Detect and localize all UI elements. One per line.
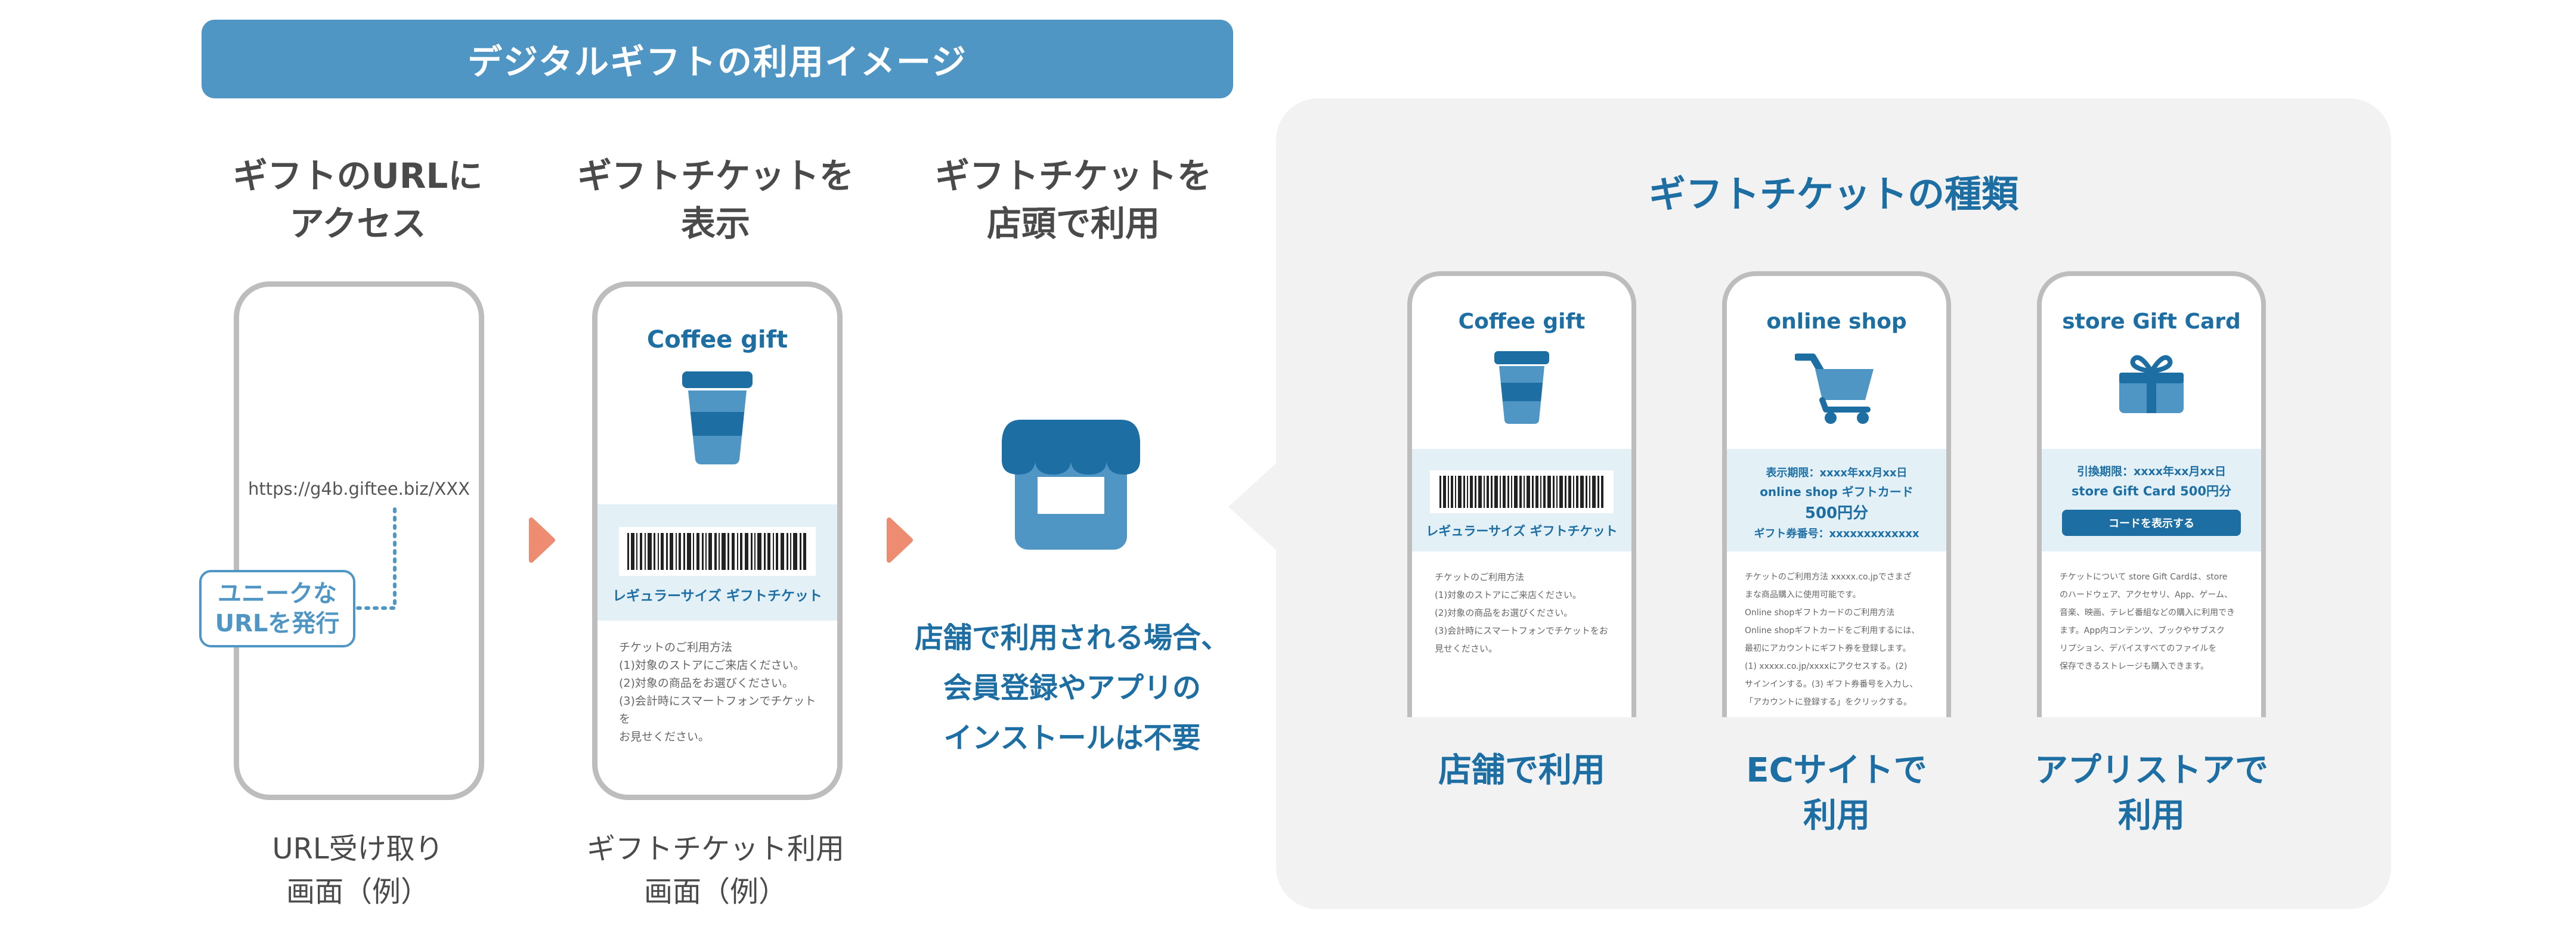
gift-types-panel: ギフトチケットの種類 Coffee gift レギュラーサイズ ギフトチケット … (1276, 98, 2391, 909)
store-note: 店舗で利用される場合、 会員登録やアプリの インストールは不要 (899, 613, 1245, 763)
usage-line: チケットについて store Gift Cardは、store (2060, 572, 2228, 582)
usage-line: 見せください。 (1435, 643, 1498, 654)
label-ec-site: ECサイトで 利用 (1692, 748, 1981, 839)
card-online-shop-card-name: online shop ギフトカード (1760, 485, 1914, 499)
barcode-icon (627, 533, 806, 570)
step3-title-line1: ギフトチケットを (934, 156, 1212, 196)
ticket-title: Coffee gift (646, 326, 788, 354)
ticket-usage: チケットのご利用方法 (1)対象のストアにご来店ください。 (2)対象の商品をお… (619, 638, 822, 746)
coffee-cup-icon (1494, 351, 1549, 424)
usage-line: 音楽、映画、テレビ番組などの購入に利用でき (2060, 608, 2235, 618)
phone-url-screen: https://g4b.giftee.biz/XXX (234, 281, 484, 800)
usage-line: (2)対象の商品をお選びください。 (619, 677, 794, 690)
step1-title-line1: ギフトのURLに (233, 156, 483, 196)
label-ec-site-line2: 利用 (1803, 796, 1870, 835)
step2-caption-line1: ギフトチケット利用 (586, 832, 844, 866)
coffee-cup-icon (682, 371, 753, 464)
usage-line: ます。App内コンテンツ、ブックやサブスク (2060, 626, 2225, 636)
header-title: デジタルギフトの利用イメージ (467, 42, 967, 82)
gift-box-icon (2119, 355, 2184, 413)
card-online-shop-number: ギフト券番号：xxxxxxxxxxxxx (1754, 528, 1919, 540)
label-store-use: 店舗で利用 (1438, 751, 1605, 790)
arrow-right-icon (887, 517, 913, 563)
usage-line: 「アカウントに登録する」をクリックする。 (1745, 698, 1912, 707)
card-coffee: Coffee gift レギュラーサイズ ギフトチケット チケットのご利用方法 … (1407, 271, 1636, 717)
usage-line: 最初にアカウントにギフト券を登録します。 (1745, 644, 1911, 653)
card-store-gift: store Gift Card 引換期限：xxxx年xx月xx日 store G… (2037, 271, 2266, 717)
card-online-shop-band: 表示期限：xxxx年xx月xx日 online shop ギフトカード 500円… (1727, 449, 1946, 551)
show-code-button[interactable]: コードを表示する (2062, 510, 2241, 536)
card-store-gift-band: 引換期限：xxxx年xx月xx日 store Gift Card 500円分 コ… (2042, 449, 2261, 551)
panel-pointer (1228, 459, 1281, 554)
dotted-connector (352, 507, 397, 610)
gift-url[interactable]: https://g4b.giftee.biz/XXX (248, 479, 470, 499)
step2-title: ギフトチケットを 表示 (566, 152, 865, 247)
store-note-line: 店舗で利用される場合、 (914, 621, 1230, 655)
step3-title-line2: 店頭で利用 (986, 203, 1160, 244)
barcode-icon (1439, 476, 1603, 508)
usage-line: (3)会計時にスマートフォンでチケットをお (1435, 625, 1608, 636)
gift-types-title: ギフトチケットの種類 (1648, 172, 2018, 216)
card-online-shop-amount: 500円分 (1804, 504, 1869, 522)
card-online-shop: online shop 表示期限：xxxx年xx月xx日 online shop… (1722, 271, 1951, 717)
label-app-store-line2: 利用 (2118, 796, 2185, 835)
step2-caption: ギフトチケット利用 画面（例） (561, 827, 871, 913)
step1-caption-line1: URL受け取り (272, 832, 444, 866)
usage-line: (1)対象のストアにご来店ください。 (619, 659, 805, 672)
ticket-band: レギュラーサイズ ギフトチケット (597, 504, 837, 621)
usage-line: (1) xxxxx.co.jp/xxxxにアクセスする。(2) (1745, 662, 1908, 671)
card-store-gift-expiry: 引換期限：xxxx年xx月xx日 (2076, 465, 2227, 478)
usage-line: お見せください。 (619, 730, 710, 743)
usage-line: リプション、デバイスすべてのファイルを (2060, 644, 2217, 653)
step1-title: ギフトのURLに アクセス (215, 152, 501, 247)
card-store-gift-card-name: store Gift Card 500円分 (2072, 484, 2231, 498)
card-coffee-band: レギュラーサイズ ギフトチケット (1412, 449, 1631, 551)
step1-title-line2: アクセス (289, 203, 426, 244)
usage-line: (1)対象のストアにご来店ください。 (1435, 590, 1581, 600)
usage-line: まな商品購入に使用可能です。 (1745, 590, 1861, 600)
arrow-right-icon (529, 517, 555, 563)
store-note-line: 会員登録やアプリの (943, 671, 1201, 705)
label-app-store-line1: アプリストアで (2035, 751, 2268, 790)
step2-title-line1: ギフトチケットを (577, 156, 854, 196)
unique-url-note-line1: ユニークな (218, 580, 337, 607)
label-ec-site-line1: ECサイトで (1746, 751, 1927, 790)
card-coffee-title: Coffee gift (1458, 309, 1586, 334)
unique-url-note: ユニークな URLを発行 (199, 570, 355, 647)
step1-caption-line2: 画面（例） (286, 875, 429, 909)
store-note-line: インストールは不要 (943, 721, 1201, 755)
usage-line: のハードウェア、アクセサリ、App、ゲーム、 (2060, 590, 2233, 600)
usage-line: サインインする。(3) ギフト券番号を入力し、 (1745, 680, 1918, 689)
unique-url-note-line2: URLを発行 (215, 610, 340, 637)
barcode (1430, 470, 1614, 513)
step2-caption-line2: 画面（例） (643, 875, 787, 909)
shopping-cart-icon (1795, 354, 1874, 424)
usage-line: チケットのご利用方法 xxxxx.co.jpでさまざ (1745, 572, 1912, 582)
card-coffee-usage: チケットのご利用方法 (1)対象のストアにご来店ください。 (2)対象の商品をお… (1435, 568, 1620, 658)
usage-line: Online shopギフトカードをご利用するには、 (1745, 626, 1920, 636)
card-store-gift-usage: チケットについて store Gift Cardは、store のハードウェア、… (2060, 568, 2250, 675)
step2-title-line2: 表示 (680, 203, 750, 244)
card-online-shop-usage: チケットのご利用方法 xxxxx.co.jpでさまざ まな商品購入に使用可能です… (1745, 568, 1936, 711)
usage-line: チケットのご利用方法 (1435, 572, 1525, 582)
step1-caption: URL受け取り 画面（例） (203, 827, 513, 913)
usage-line: 保存できるストレージも購入できます。 (2060, 662, 2209, 671)
usage-line: Online shopギフトカードのご利用方法 (1745, 608, 1895, 618)
card-coffee-ticket-label: レギュラーサイズ ギフトチケット (1426, 524, 1618, 538)
phone-ticket-screen: Coffee gift レギュラーサイズ ギフトチケット チケットのご利用方法 … (592, 281, 843, 800)
card-online-shop-title: online shop (1766, 309, 1907, 334)
usage-line: (2)対象の商品をお選びください。 (1435, 607, 1573, 618)
card-online-shop-expiry: 表示期限：xxxx年xx月xx日 (1766, 467, 1908, 479)
store-icon (1002, 420, 1140, 550)
header-banner: デジタルギフトの利用イメージ (202, 20, 1233, 98)
ticket-label: レギュラーサイズ ギフトチケット (612, 588, 822, 604)
usage-line: チケットのご利用方法 (619, 641, 733, 654)
card-store-gift-title: store Gift Card (2062, 309, 2241, 334)
usage-line: (3)会計時にスマートフォンでチケットを (619, 695, 816, 726)
barcode (619, 527, 816, 576)
step3-title: ギフトチケットを 店頭で利用 (924, 152, 1222, 247)
label-app-store: アプリストアで 利用 (2007, 748, 2296, 839)
